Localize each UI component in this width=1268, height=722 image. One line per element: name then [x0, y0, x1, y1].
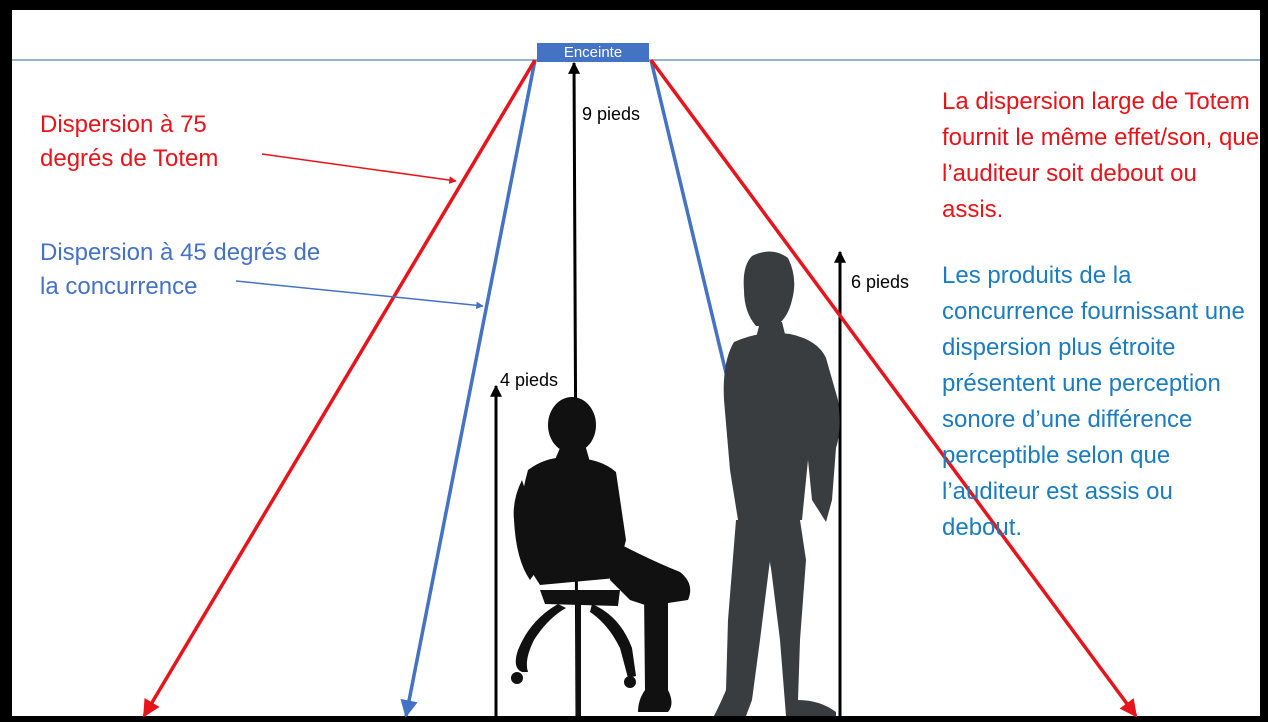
speaker-box	[537, 43, 649, 62]
six-feet-label: 6 pieds	[851, 272, 910, 292]
totem-dispersion-left-line	[142, 59, 537, 718]
nine-feet-label: 9 pieds	[582, 104, 641, 124]
four-feet-label: 4 pieds	[500, 370, 559, 390]
competition-note: Les produits de la concurrence fournissa…	[942, 262, 1245, 541]
competition-label-pointer	[235, 280, 484, 310]
totem-note: La dispersion large de Totem fournit le …	[942, 88, 1260, 223]
seated-person-silhouette-icon	[511, 397, 691, 716]
speaker-label: Enceinte	[563, 44, 623, 61]
totem-dispersion-label: Dispersion à 75 degrés de Totem	[40, 111, 219, 172]
competition-dispersion-label: Dispersion à 45 degrés de la concurrence	[40, 239, 321, 300]
standing-person-silhouette-icon	[714, 251, 840, 716]
competition-dispersion-left-line	[400, 59, 537, 718]
totem-label-pointer	[261, 153, 457, 184]
totem-dispersion-right-line	[649, 58, 1138, 718]
